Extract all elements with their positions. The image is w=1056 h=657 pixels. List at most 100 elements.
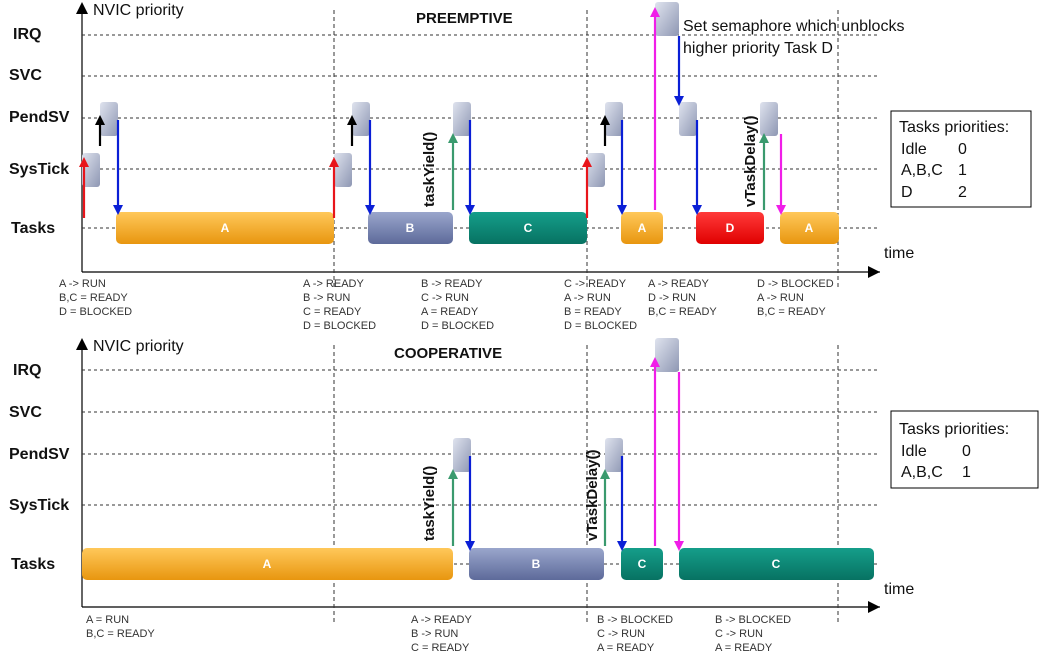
y-axis-arrow (76, 2, 88, 14)
state-line: B -> RUN (303, 292, 350, 304)
semaphore-note-line-2: higher priority Task D (683, 40, 833, 57)
x-axis-arrow (868, 266, 880, 278)
transition-arrows (448, 357, 684, 551)
priority-box-title: Tasks priorities: (899, 421, 1009, 438)
x-axis-arrow (868, 601, 880, 613)
task-bar-b (368, 212, 453, 244)
task-bar-label: C (524, 221, 533, 235)
time-label: time (884, 581, 914, 598)
state-line: D -> BLOCKED (757, 278, 834, 290)
priority-value: 1 (958, 162, 967, 179)
state-line: A -> READY (648, 278, 709, 290)
task-bars: A B C C (82, 548, 874, 580)
task-bars: A B C A D A (116, 212, 839, 244)
systick-isr-block (334, 153, 352, 187)
priority-value: 2 (958, 184, 967, 201)
task-bar-label: D (726, 221, 735, 235)
task-bar-a (116, 212, 334, 244)
pendsv-isr-block (605, 102, 623, 136)
systick-isr-block (587, 153, 605, 187)
state-annotations: A -> RUN B,C = READY D = BLOCKED A -> RE… (59, 278, 834, 332)
priority-box: Tasks priorities: Idle 0 A,B,C 1 (890, 410, 1039, 489)
time-marks (333, 10, 839, 290)
state-line: D = BLOCKED (303, 320, 376, 332)
state-line: B -> BLOCKED (597, 614, 673, 626)
row-label-irq: IRQ (13, 26, 41, 43)
priority-name: Idle (901, 141, 927, 158)
state-line: B,C = READY (59, 292, 128, 304)
v-task-delay-label: vTaskDelay() (584, 450, 601, 541)
state-line: A -> READY (303, 278, 364, 290)
semaphore-note-line-1: Set semaphore which unblocks (683, 18, 904, 35)
task-bar-label: B (532, 557, 541, 571)
v-task-delay-label: vTaskDelay() (742, 116, 759, 207)
state-line: A -> RUN (564, 292, 611, 304)
state-line: D = BLOCKED (564, 320, 637, 332)
row-label-systick: SysTick (9, 161, 69, 178)
task-bar-c (469, 212, 587, 244)
row-label-tasks: Tasks (11, 556, 55, 573)
state-line: A = RUN (86, 614, 129, 626)
row-label-irq: IRQ (13, 362, 41, 379)
transition-arrows (79, 7, 786, 218)
state-annotations: A = RUN B,C = READY A -> READY B -> RUN … (86, 614, 791, 654)
state-line: D = BLOCKED (59, 306, 132, 318)
state-line: B -> RUN (411, 628, 458, 640)
state-line: C -> RUN (715, 628, 763, 640)
task-bar-a (780, 212, 839, 244)
row-label-tasks: Tasks (11, 220, 55, 237)
state-line: A = READY (421, 306, 479, 318)
state-line: D -> RUN (648, 292, 696, 304)
state-line: A -> RUN (59, 278, 106, 290)
pendsv-isr-block (100, 102, 118, 136)
row-label-pendsv: PendSV (9, 109, 70, 126)
state-line: A -> READY (411, 614, 472, 626)
y-axis-label: NVIC priority (93, 2, 184, 19)
state-line: C -> RUN (421, 292, 469, 304)
priority-box-title: Tasks priorities: (899, 119, 1009, 136)
panel-title: PREEMPTIVE (416, 10, 513, 27)
state-line: B,C = READY (86, 628, 155, 640)
y-axis-arrow (76, 338, 88, 350)
pendsv-isr-block (453, 438, 471, 472)
panel-title: COOPERATIVE (394, 345, 502, 362)
state-line: A = READY (597, 642, 655, 654)
state-line: B -> BLOCKED (715, 614, 791, 626)
pendsv-isr-block (605, 438, 623, 472)
row-label-svc: SVC (9, 67, 42, 84)
priority-name: D (901, 184, 913, 201)
task-bar-label: A (221, 221, 230, 235)
state-line: B = READY (564, 306, 622, 318)
state-line: B -> READY (421, 278, 483, 290)
task-bar-label: A (805, 221, 814, 235)
task-yield-label: taskYield() (421, 466, 438, 541)
irq-isr-block (655, 2, 679, 36)
state-line: C = READY (411, 642, 470, 654)
preemptive-panel: NVIC priority PREEMPTIVE IRQ SVC PendSV … (9, 2, 1032, 332)
priority-name: Idle (901, 443, 927, 460)
state-line: C = READY (303, 306, 362, 318)
isr-blocks (453, 338, 679, 472)
task-bar-c (621, 548, 663, 580)
pendsv-isr-block (679, 102, 697, 136)
priority-box-frame (890, 410, 1039, 489)
state-line: C -> RUN (597, 628, 645, 640)
priority-name: A,B,C (901, 162, 943, 179)
time-label: time (884, 245, 914, 262)
irq-isr-block (655, 338, 679, 372)
task-bar-label: B (406, 221, 415, 235)
priority-box-frame (890, 110, 1032, 208)
row-label-svc: SVC (9, 404, 42, 421)
task-bar-c (679, 548, 874, 580)
priority-value: 0 (962, 443, 971, 460)
priority-box: Tasks priorities: Idle 0 A,B,C 1 D 2 (890, 110, 1032, 208)
task-bar-label: C (638, 557, 647, 571)
state-line: A -> RUN (757, 292, 804, 304)
priority-name: A,B,C (901, 464, 943, 481)
pendsv-isr-block (352, 102, 370, 136)
state-line: B,C = READY (757, 306, 826, 318)
pendsv-isr-block (453, 102, 471, 136)
state-line: A = READY (715, 642, 773, 654)
task-bar-d (696, 212, 764, 244)
